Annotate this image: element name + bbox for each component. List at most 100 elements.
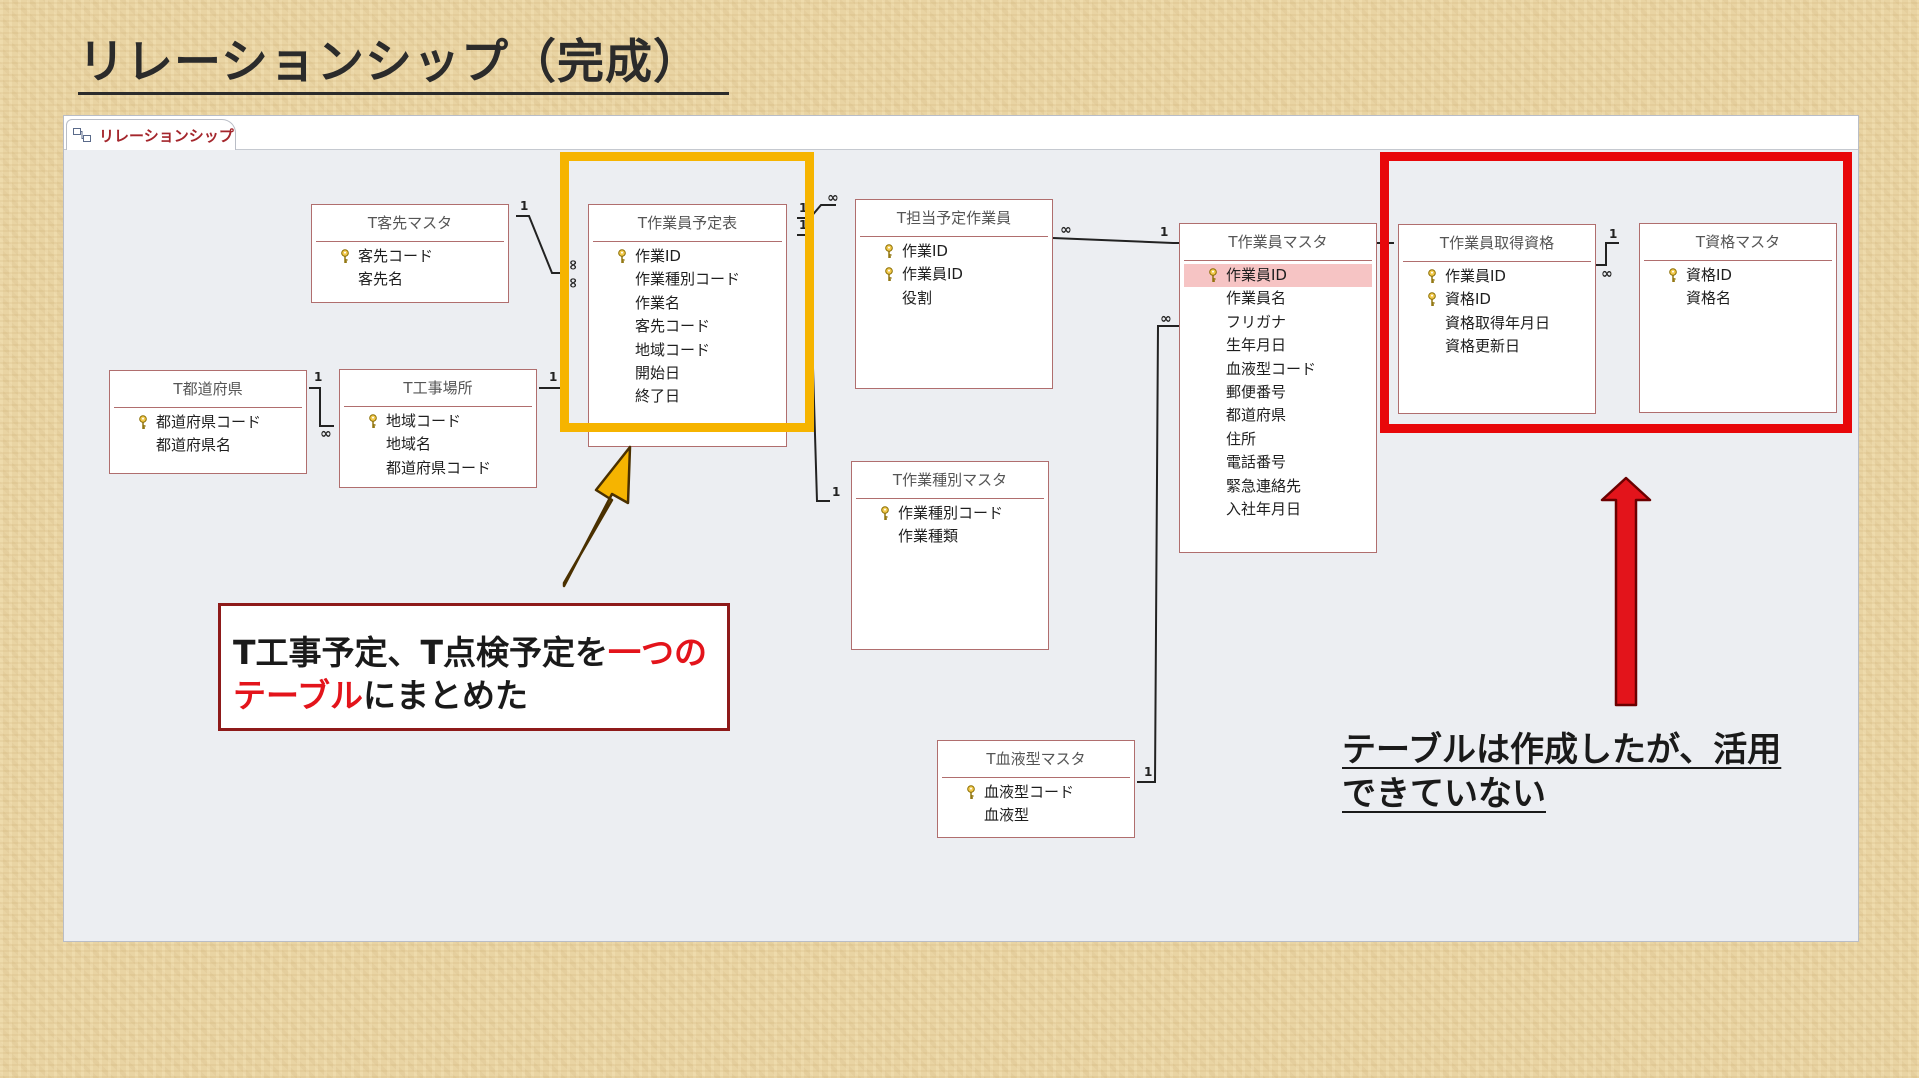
table-field-row[interactable]: 入社年月日 xyxy=(1180,498,1376,521)
field-name: 都道府県コード xyxy=(156,413,262,431)
table-field-row[interactable]: 作業名 xyxy=(589,292,786,315)
field-name: 郵便番号 xyxy=(1226,382,1287,401)
table-field-row[interactable]: 作業員ID xyxy=(1184,264,1372,288)
table-field-row[interactable]: 作業ID xyxy=(589,245,786,268)
table-todofuken[interactable]: T都道府県 都道府県コード都道府県名 xyxy=(109,370,307,474)
primary-key-icon xyxy=(885,267,893,282)
table-title: T作業員予定表 xyxy=(593,205,782,242)
table-field-row[interactable]: 終了日 xyxy=(589,385,786,408)
field-name: 役割 xyxy=(902,288,933,307)
field-name: 血液型コード xyxy=(984,783,1075,801)
table-field-row[interactable]: 資格ID xyxy=(1640,264,1836,287)
callout-text-end: にまとめた xyxy=(363,676,529,715)
table-field-row[interactable]: 客先名 xyxy=(312,268,508,291)
primary-key-icon xyxy=(1428,269,1436,283)
relationship-line-todofuken xyxy=(309,387,334,427)
field-name: 地域コード xyxy=(635,340,711,359)
relationships-window: リレーションシップ xyxy=(63,115,1859,942)
table-field-row[interactable]: 開始日 xyxy=(589,362,786,385)
slide-title: リレーションシップ（完成） xyxy=(78,34,730,95)
relationship-canvas: 1 ∞ ∞ 1 ∞ 1 1 1 ∞ 1 ∞ 1 1 ∞ ∞ 1 T客先マスタ 客… xyxy=(64,150,1858,941)
field-name: 血液型 xyxy=(984,806,1030,825)
relationship-line-ketsuekigata xyxy=(1137,325,1185,783)
table-field-row[interactable]: フリガナ xyxy=(1180,311,1376,334)
table-field-row[interactable]: 都道府県コード xyxy=(110,411,306,434)
table-field-row[interactable]: 資格ID xyxy=(1399,288,1595,311)
table-field-row[interactable]: 住所 xyxy=(1180,428,1376,451)
callout-emphasis: 一つのテーブル xyxy=(233,633,708,715)
table-field-row[interactable]: 作業員ID xyxy=(856,263,1052,286)
table-field-row[interactable]: 緊急連絡先 xyxy=(1180,475,1376,498)
table-field-row[interactable]: 地域コード xyxy=(340,410,536,433)
cardinality-one: 1 xyxy=(314,370,322,384)
table-kyakusaki-master[interactable]: T客先マスタ 客先コード客先名 xyxy=(311,204,509,303)
table-field-row[interactable]: 役割 xyxy=(856,287,1052,310)
table-field-row[interactable]: 血液型 xyxy=(938,804,1134,827)
table-title: T作業員マスタ xyxy=(1184,224,1372,261)
cardinality-one: 1 xyxy=(799,218,807,232)
tab-relationships[interactable]: リレーションシップ xyxy=(66,119,236,150)
field-name: 資格ID xyxy=(1445,290,1491,309)
table-field-row[interactable]: 血液型コード xyxy=(1180,358,1376,381)
table-field-row[interactable]: 都道府県 xyxy=(1180,404,1376,427)
field-name: 作業種類 xyxy=(898,527,959,546)
cardinality-one: 1 xyxy=(520,199,528,213)
table-field-row[interactable]: 郵便番号 xyxy=(1180,381,1376,404)
table-field-row[interactable]: 作業種類 xyxy=(852,525,1048,548)
field-name: 地域名 xyxy=(386,435,432,454)
note-line-1: テーブルは作成したが、活用 xyxy=(1342,730,1782,770)
field-name: 客先名 xyxy=(358,270,404,289)
table-ketsuekigata-master[interactable]: T血液型マスタ 血液型コード血液型 xyxy=(937,740,1135,838)
field-name: 都道府県 xyxy=(1226,406,1287,425)
table-field-row[interactable]: 血液型コード xyxy=(938,781,1134,804)
field-name: 客先コード xyxy=(358,247,434,265)
cardinality-many: ∞ xyxy=(1601,266,1613,282)
table-field-row[interactable]: 地域名 xyxy=(340,433,536,456)
table-field-row[interactable]: 資格取得年月日 xyxy=(1399,312,1595,335)
field-name: 客先コード xyxy=(635,317,711,336)
table-field-row[interactable]: 客先コード xyxy=(589,315,786,338)
table-field-row[interactable]: 電話番号 xyxy=(1180,451,1376,474)
callout-box: T工事予定、T点検予定を一つのテーブルにまとめた xyxy=(218,603,730,731)
field-name: 作業員名 xyxy=(1226,289,1287,308)
cardinality-many: ∞ xyxy=(1060,222,1072,238)
table-field-row[interactable]: 作業員ID xyxy=(1399,265,1595,288)
field-name: 都道府県コード xyxy=(386,458,492,477)
table-field-row[interactable]: 生年月日 xyxy=(1180,334,1376,357)
table-title: T資格マスタ xyxy=(1644,224,1832,261)
table-field-row[interactable]: 作業種別コード xyxy=(852,502,1048,525)
table-field-row[interactable]: 客先コード xyxy=(312,245,508,268)
primary-key-icon xyxy=(1428,292,1436,307)
field-name: 作業員ID xyxy=(902,265,963,284)
field-name: 血液型コード xyxy=(1226,359,1317,378)
primary-key-icon xyxy=(885,244,893,258)
callout-text: T工事予定、T点検予定を xyxy=(233,633,609,672)
table-sagyo-shubetsu-master[interactable]: T作業種別マスタ 作業種別コード作業種類 xyxy=(851,461,1049,650)
table-field-row[interactable]: 資格更新日 xyxy=(1399,335,1595,358)
table-field-row[interactable]: 都道府県名 xyxy=(110,434,306,457)
cardinality-one: 1 xyxy=(1144,765,1152,779)
tab-relationships-label: リレーションシップ xyxy=(99,126,234,145)
cardinality-many: ∞ xyxy=(1160,311,1172,327)
table-field-row[interactable]: 都道府県コード xyxy=(340,457,536,480)
field-name: 住所 xyxy=(1226,429,1257,448)
primary-key-icon xyxy=(618,249,626,263)
cardinality-many: ∞ xyxy=(565,277,581,289)
highlight-box-red xyxy=(1380,152,1852,433)
field-name: 作業名 xyxy=(635,293,681,312)
table-koji-basho[interactable]: T工事場所 地域コード地域名都道府県コード xyxy=(339,369,537,488)
cardinality-many: ∞ xyxy=(320,426,332,442)
table-field-row[interactable]: 地域コード xyxy=(589,339,786,362)
table-field-row[interactable]: 作業種別コード xyxy=(589,268,786,291)
table-field-row[interactable]: 作業員名 xyxy=(1180,287,1376,310)
table-field-row[interactable]: 作業ID xyxy=(856,240,1052,263)
primary-key-icon xyxy=(881,506,889,520)
table-title: T作業種別マスタ xyxy=(856,462,1044,499)
table-field-row[interactable]: 資格名 xyxy=(1640,287,1836,310)
relationship-line-kyakusaki xyxy=(516,215,566,274)
